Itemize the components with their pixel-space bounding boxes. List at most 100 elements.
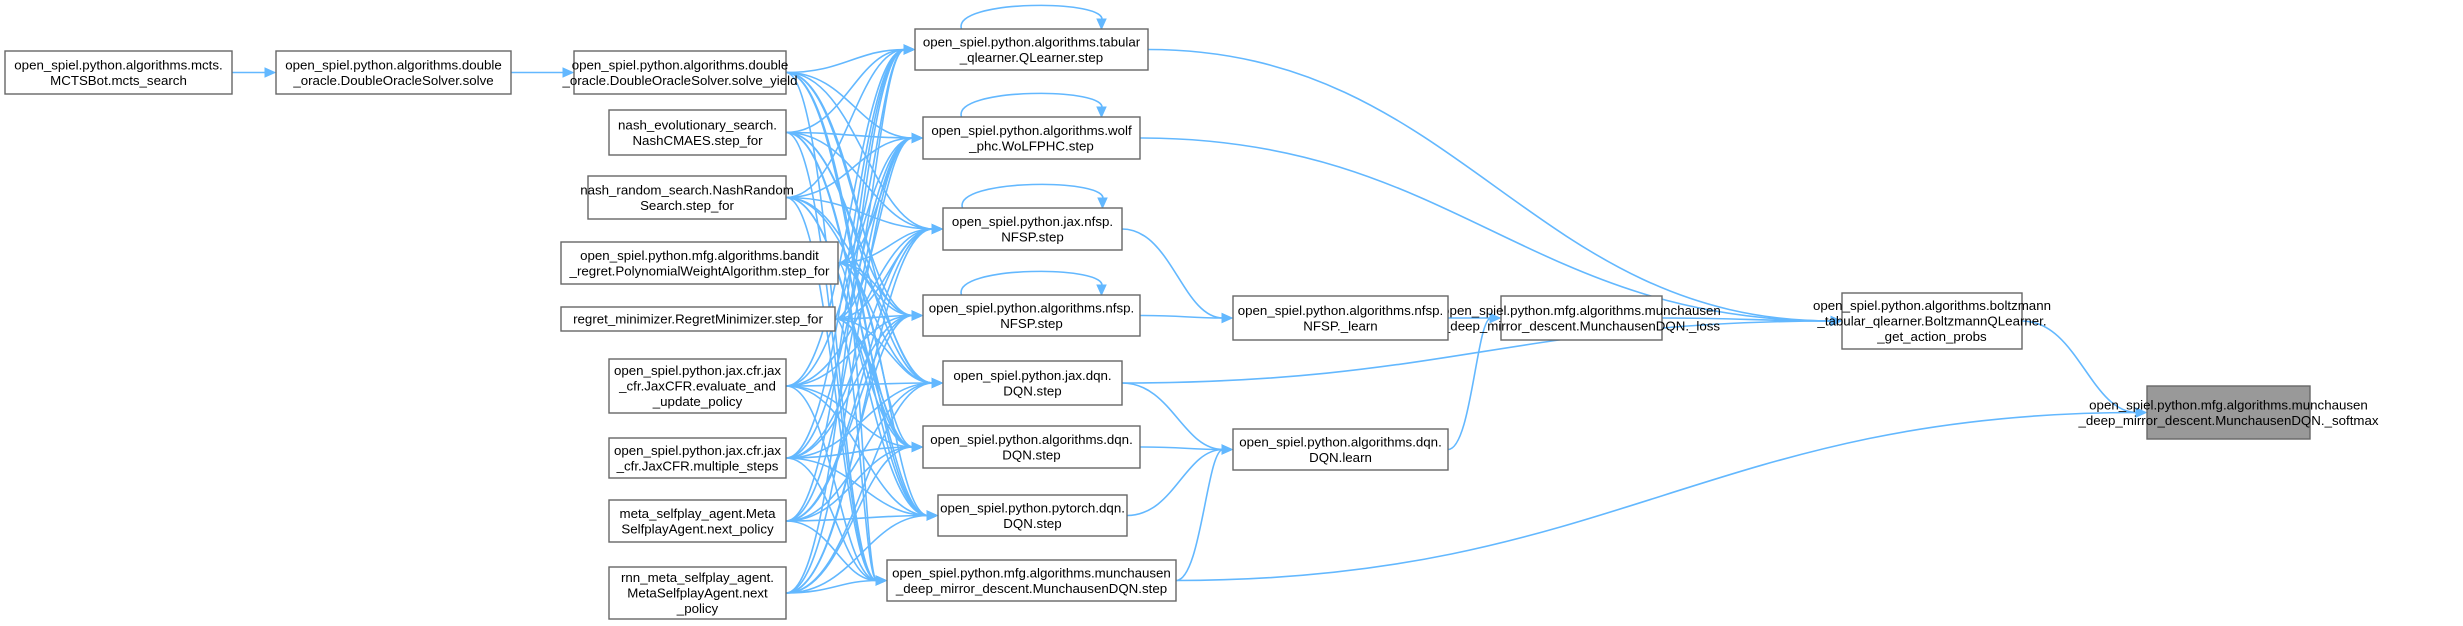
node-rnnmeta[interactable]: rnn_meta_selfplay_agent.MetaSelfplayAgen… [608,566,787,620]
node-mstep[interactable]: open_spiel.python.mfg.algorithms.munchau… [886,559,1177,602]
node-box [587,175,787,220]
node-label-line: _deep_mirror_descent.MunchausenDQN.step [895,581,1167,596]
edge-rnnmeta-to-algdqn [785,441,924,594]
edge-self-loop-wolf [960,92,1107,119]
node-mloss[interactable]: open_spiel.python.mfg.algorithms.munchau… [1442,295,1721,341]
node-label-line: open_spiel.python.jax.dqn. [953,368,1111,383]
node-label-line: NashCMAES.step_for [632,133,763,148]
node-label-line: open_spiel.python.mfg.algorithms.bandit [580,248,819,263]
node-label-line: _cfr.JaxCFR.evaluate_and [618,379,776,394]
node-label-line: _deep_mirror_descent.MunchausenDQN._loss [1442,318,1721,333]
node-label-line: NFSP.step [1000,316,1063,331]
node-regret[interactable]: regret_minimizer.RegretMinimizer.step_fo… [560,306,836,332]
node-box [1232,428,1449,471]
node-nrs[interactable]: nash_random_search.NashRandomSearch.step… [580,175,794,220]
node-jaxcfr-eval[interactable]: open_spiel.python.jax.cfr.jax_cfr.JaxCFR… [608,358,787,414]
node-label-line: DQN.step [1003,383,1061,398]
node-box [942,207,1123,251]
node-label-line: _phc.WoLFPHC.step [968,138,1094,153]
node-label-line: open_spiel.python.algorithms.double [285,57,502,72]
node-box [937,494,1128,537]
node-label-line: open_spiel.python.algorithms.wolf [931,123,1132,138]
edge-jaxcfr_ms-to-wolf [785,132,924,459]
node-label-line: Search.step_for [640,198,734,213]
node-label-line: open_spiel.python.algorithms.mcts. [14,57,222,72]
edge-rnnmeta-to-wolf [785,132,924,594]
node-label-line: meta_selfplay_agent.Meta [620,506,777,521]
edge-nrs-to-tabular [785,44,916,199]
node-box [608,358,787,414]
node-boltzmann[interactable]: open_spiel.python.algorithms.boltzmann_t… [1813,292,2051,350]
node-label-line: _oracle.DoubleOracleSolver.solve [292,73,493,88]
node-jaxnfsp[interactable]: open_spiel.python.jax.nfsp.NFSP.step [942,207,1123,251]
edge-mcts-to-dos [232,67,277,78]
node-label-line: open_spiel.python.jax.cfr.jax [614,443,781,458]
edge-self-loop-jaxnfsp [961,183,1108,210]
node-layer: open_spiel.python.mfg.algorithms.munchau… [4,28,2379,620]
node-nes[interactable]: nash_evolutionary_search.NashCMAES.step_… [608,109,787,156]
node-label-line: nash_evolutionary_search. [618,117,777,132]
node-label-line: open_spiel.python.mfg.algorithms.munchau… [2089,397,2368,412]
node-label-line: _update_policy [652,394,743,409]
node-label-line: open_spiel.python.algorithms.nfsp. [929,300,1135,315]
node-label-line: nash_random_search.NashRandom [580,182,794,197]
node-label-line: DQN.learn [1309,450,1372,465]
node-label-line: _policy [676,601,719,616]
node-dqn-learn[interactable]: open_spiel.python.algorithms.dqn.DQN.lea… [1232,428,1449,471]
node-box [560,306,836,332]
node-meta[interactable]: meta_selfplay_agent.MetaSelfplayAgent.ne… [608,499,787,543]
node-wolf[interactable]: open_spiel.python.algorithms.wolf_phc.Wo… [922,116,1141,160]
node-label-line: open_spiel.python.algorithms.nfsp. [1238,303,1444,318]
node-jaxdqn[interactable]: open_spiel.python.jax.dqn.DQN.step [942,360,1123,406]
node-label-line: open_spiel.python.jax.cfr.jax [614,363,781,378]
node-box [608,566,787,620]
edge-dos-to-dosy [511,67,575,78]
node-label-line: open_spiel.python.algorithms.dqn. [1239,434,1442,449]
node-label-line: DQN.step [1003,516,1061,531]
node-box [886,559,1177,602]
node-dosy[interactable]: open_spiel.python.algorithms.double_orac… [561,50,798,95]
node-box [608,109,787,156]
node-label-line: _regret.PolynomialWeightAlgorithm.step_f… [569,263,830,278]
node-label-line: SelfplayAgent.next_policy [621,521,774,536]
node-label-line: _oracle.DoubleOracleSolver.solve_yield [561,73,797,88]
node-nfsp-learn[interactable]: open_spiel.python.algorithms.nfsp.NFSP._… [1232,295,1449,341]
node-label-line: NFSP.step [1001,229,1064,244]
node-ptdqn[interactable]: open_spiel.python.pytorch.dqn.DQN.step [937,494,1128,537]
node-dos[interactable]: open_spiel.python.algorithms.double_orac… [275,50,512,95]
node-label-line: open_spiel.python.mfg.algorithms.munchau… [892,565,1171,580]
node-box [922,116,1141,160]
node-algnfsp[interactable]: open_spiel.python.algorithms.nfsp.NFSP.s… [922,294,1141,337]
edge-dqn_learn-to-mloss [1447,312,1502,451]
node-box [1500,295,1663,341]
node-root[interactable]: open_spiel.python.mfg.algorithms.munchau… [2077,385,2379,440]
node-label-line: open_spiel.python.algorithms.boltzmann [1813,298,2051,313]
node-box [275,50,512,95]
node-box [608,499,787,543]
node-box [2146,385,2311,440]
node-box [1841,292,2023,350]
node-label-line: _tabular_qlearner.BoltzmannQLearner. [1816,314,2046,329]
edge-self-loop-algnfsp [960,270,1107,297]
node-bandit[interactable]: open_spiel.python.mfg.algorithms.bandit_… [560,241,839,285]
node-box [560,241,839,285]
node-box [942,360,1123,406]
edge-layer [232,4,2148,594]
node-tabular[interactable]: open_spiel.python.algorithms.tabular_qle… [914,28,1149,71]
node-box [1232,295,1449,341]
edge-rnnmeta-to-mstep [785,575,888,594]
edge-rnnmeta-to-algnfsp [785,310,924,594]
node-label-line: _deep_mirror_descent.MunchausenDQN._soft… [2077,413,2378,428]
node-label-line: rnn_meta_selfplay_agent. [621,570,774,585]
edge-jaxdqn-to-boltzmann [1121,315,1843,384]
node-mcts[interactable]: open_spiel.python.algorithms.mcts.MCTSBo… [4,50,233,95]
node-box [4,50,233,95]
node-algdqn[interactable]: open_spiel.python.algorithms.dqn.DQN.ste… [922,425,1141,469]
edge-rnnmeta-to-tabular [785,44,916,594]
node-box [922,425,1141,469]
node-jaxcfr-ms[interactable]: open_spiel.python.jax.cfr.jax_cfr.JaxCFR… [608,437,787,479]
node-box [608,437,787,479]
edge-mstep-to-root [1175,407,2148,582]
edge-mstep-to-dqn_learn [1175,444,1234,582]
